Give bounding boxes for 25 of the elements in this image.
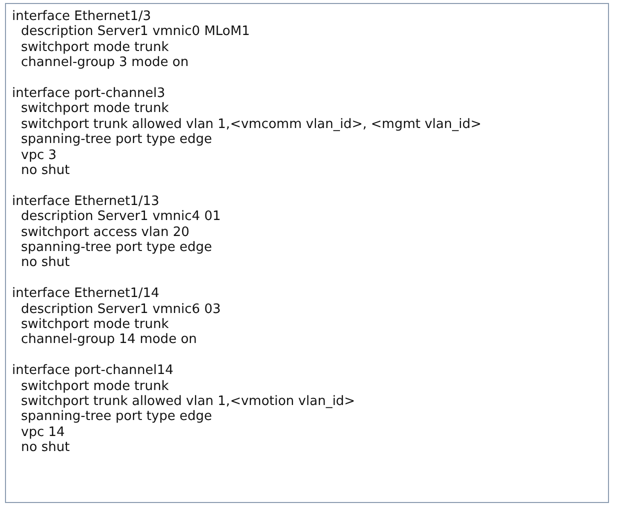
code-line: description Server1 vmnic6 03: [21, 302, 221, 317]
code-line: channel-group 14 mode on: [21, 332, 197, 348]
code-line: vpc 3: [21, 148, 56, 163]
code-line: description Server1 vmnic4 01: [21, 209, 221, 224]
code-line: vpc 14: [21, 424, 65, 440]
code-line: no shut: [21, 163, 70, 178]
code-line: switchport mode trunk: [21, 40, 169, 55]
code-line: spanning-tree port type edge: [21, 132, 212, 148]
code-line: description Server1 vmnic0 MLoM1: [21, 24, 250, 40]
code-line: spanning-tree port type edge: [21, 409, 212, 424]
code-line: no shut: [21, 440, 70, 456]
code-line: switchport access vlan 20: [21, 224, 190, 240]
code-line: switchport trunk allowed vlan 1,<vmotion vlan_id>: [21, 394, 356, 409]
code-line: interface Ethernet1/14: [12, 286, 160, 302]
code-line: switchport mode trunk: [21, 378, 169, 394]
code-line: interface Ethernet1/3: [12, 9, 152, 24]
code-line: interface Ethernet1/13: [12, 194, 160, 209]
code-line: channel-group 3 mode on: [21, 55, 189, 70]
code-line: switchport mode trunk: [21, 317, 169, 332]
code-line: no shut: [21, 255, 70, 270]
code-line: switchport trunk allowed vlan 1,<vmcomm vlan_id>, <mgmt vlan_id>: [21, 116, 482, 132]
code-line: interface port-channel14: [12, 363, 174, 378]
code-line: spanning-tree port type edge: [21, 240, 212, 255]
code-line: interface port-channel3: [12, 86, 166, 101]
code-line: switchport mode trunk: [21, 101, 169, 116]
